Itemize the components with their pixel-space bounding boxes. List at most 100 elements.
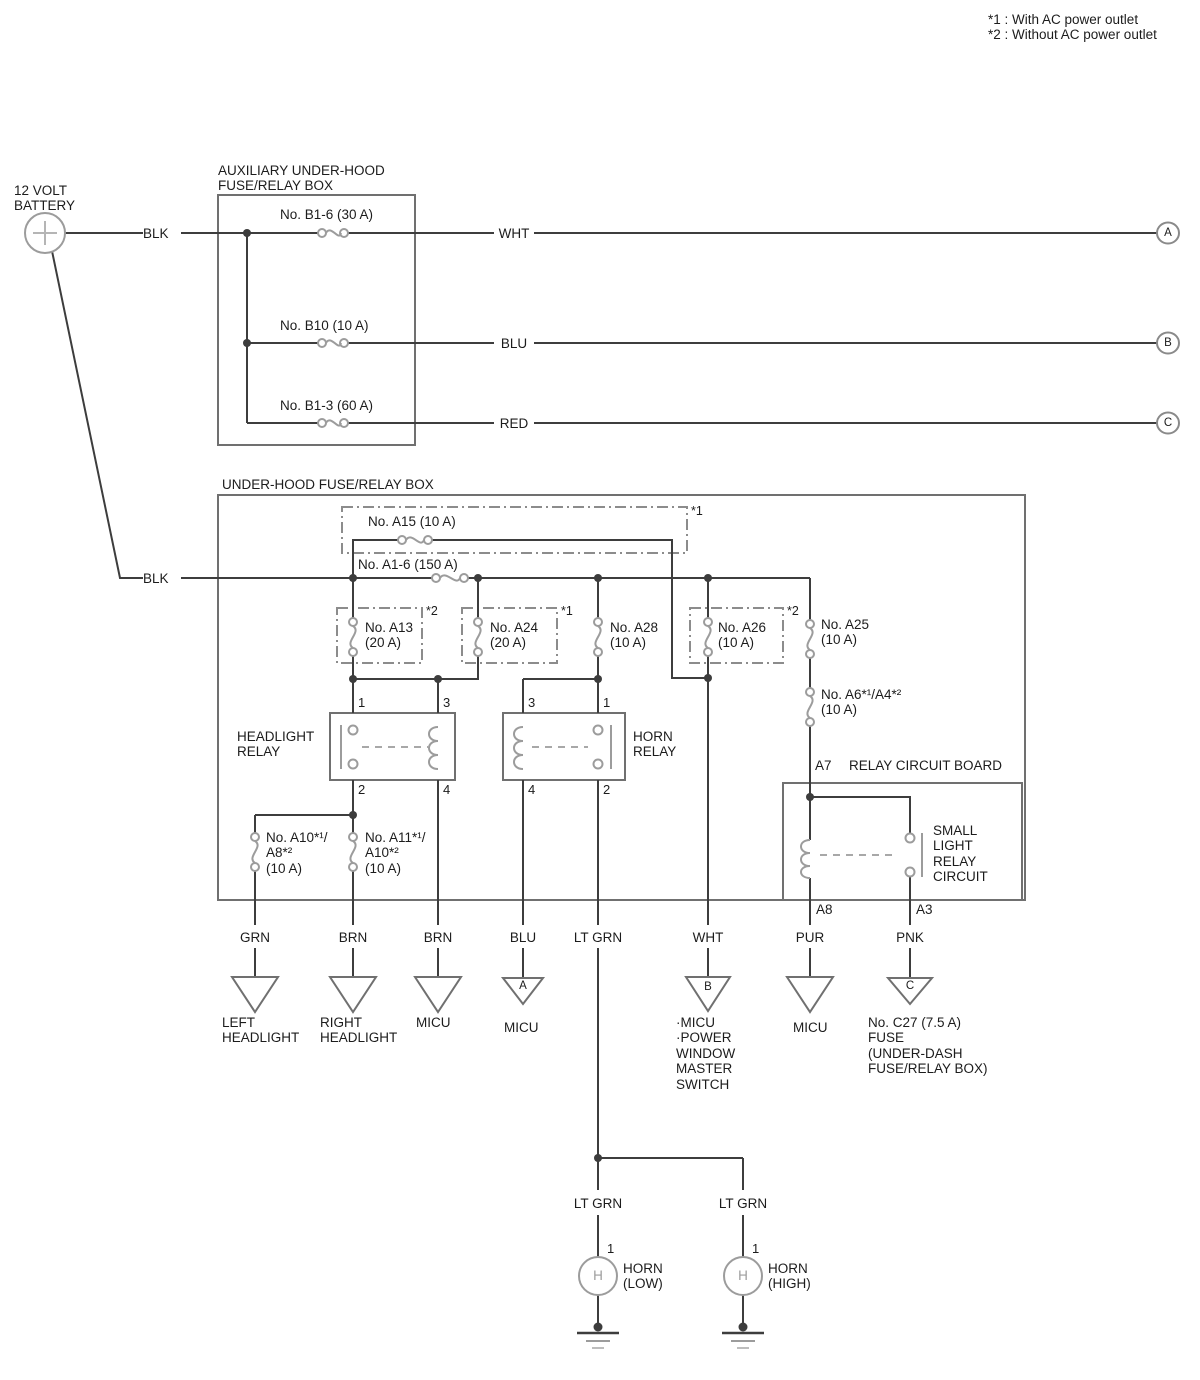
fuse-symbol-a28	[593, 617, 603, 657]
wire-label-blu-top: BLU	[500, 336, 528, 351]
fuse-label-a1-6: No. A1-6 (150 A)	[358, 557, 458, 572]
horn-relay-label: HORN RELAY	[633, 729, 677, 760]
dest-micu-brn: MICU	[416, 1015, 451, 1030]
fuse-symbol-a1-6	[431, 573, 469, 583]
dest-right-headlight: RIGHT HEADLIGHT	[320, 1015, 398, 1046]
connector-a-letter: A	[1164, 227, 1172, 239]
fuse-label-a13: No. A13 (20 A)	[365, 620, 414, 651]
small-light-relay-internals	[800, 832, 923, 879]
horn-low-symbol	[578, 1256, 618, 1296]
rcb-pin-a7: A7	[815, 758, 832, 773]
arrow-right-headlight	[328, 976, 378, 1014]
wire-label-lt-grn-high: LT GRN	[718, 1196, 768, 1211]
battery-label: 12 VOLT BATTERY	[14, 183, 76, 214]
dest-micu-pur: MICU	[793, 1020, 828, 1035]
fuse-symbol-a6-a4	[805, 687, 815, 727]
wire-label-pur: PUR	[795, 930, 825, 945]
fuse-symbol-b10	[317, 338, 349, 348]
option-box-a26	[689, 607, 784, 664]
headlight-relay-pin-4: 4	[443, 782, 451, 797]
arrow-connector-c	[885, 977, 935, 1006]
ground-symbol-left	[577, 1331, 619, 1349]
fuse-label-b1-6: No. B1-6 (30 A)	[280, 207, 374, 222]
wire-label-grn: GRN	[240, 930, 270, 945]
fuse-symbol-b1-6	[317, 228, 349, 238]
arrow-left-headlight	[230, 976, 280, 1014]
aux-fuse-box-outline	[217, 194, 416, 446]
dest-c27-fuse: No. C27 (7.5 A) FUSE (UNDER-DASH FUSE/RE…	[868, 1015, 988, 1077]
connector-c-letter: C	[1163, 417, 1173, 429]
underhood-fuse-box-outline	[217, 494, 1026, 901]
horn-high-symbol	[723, 1256, 763, 1296]
arrow-letter-a: A	[519, 980, 527, 992]
option-box-a13	[336, 607, 423, 664]
headlight-relay-outline	[329, 712, 456, 781]
arrow-letter-b: B	[704, 981, 712, 993]
dest-left-headlight: LEFT HEADLIGHT	[222, 1015, 300, 1046]
relay-circuit-board-outline	[782, 782, 1023, 901]
wire-label-blk-1: BLK	[143, 226, 169, 241]
fuse-label-a26: No. A26 (10 A)	[718, 620, 767, 651]
rcb-pin-a8: A8	[816, 902, 833, 917]
dest-micu-power-window: ·MICU ·POWER WINDOW MASTER SWITCH	[676, 1015, 736, 1092]
fuse-label-b10: No. B10 (10 A)	[280, 318, 369, 333]
wire-runs	[51, 232, 1157, 1325]
arrow-micu-pur	[785, 976, 835, 1014]
connector-b-circle	[1156, 331, 1180, 355]
aux-box-title: AUXILIARY UNDER-HOOD FUSE/RELAY BOX	[218, 163, 385, 194]
connector-a-circle	[1156, 221, 1180, 245]
option-box-a15	[341, 506, 688, 554]
arrow-micu-brn	[413, 976, 463, 1014]
fuse-label-a24: No. A24 (20 A)	[490, 620, 539, 651]
wire-label-wht-top: WHT	[498, 226, 530, 241]
headlight-relay-pin-3: 3	[443, 695, 451, 710]
wire-label-lt-grn-low: LT GRN	[573, 1196, 623, 1211]
arrow-connector-a	[500, 977, 546, 1006]
horn-low-pin-1: 1	[607, 1241, 615, 1256]
connector-b-letter: B	[1164, 337, 1172, 349]
fuse-symbol-b1-3	[317, 418, 349, 428]
fuse-label-a28: No. A28 (10 A)	[610, 620, 659, 651]
dest-micu-blu: MICU	[504, 1020, 539, 1035]
fuse-label-a25: No. A25 (10 A)	[821, 617, 870, 648]
option-tag-a13: *2	[426, 604, 438, 618]
fuse-symbol-a26	[703, 617, 713, 657]
option-notes: *1 : With AC power outlet *2 : Without A…	[988, 12, 1157, 43]
rcb-title: RELAY CIRCUIT BOARD	[849, 758, 1003, 773]
fuse-symbol-a11-a10	[348, 832, 358, 872]
wire-label-blu: BLU	[509, 930, 537, 945]
ground-symbol-right	[722, 1331, 764, 1349]
horn-high-pin-1: 1	[752, 1241, 760, 1256]
fuse-label-a11-a10: No. A11*¹/ A10*² (10 A)	[365, 830, 426, 876]
headlight-relay-internals	[340, 724, 439, 770]
horn-high-label: HORN (HIGH)	[768, 1261, 811, 1292]
option-box-a24	[461, 607, 558, 664]
wire-label-pnk: PNK	[896, 930, 924, 945]
arrow-letter-c: C	[905, 980, 915, 992]
headlight-relay-pin-2: 2	[358, 782, 366, 797]
wire-label-blk-2: BLK	[143, 571, 169, 586]
headlight-relay-label: HEADLIGHT RELAY	[237, 729, 315, 760]
horn-low-h-letter: H	[593, 1268, 603, 1283]
option-tag-a24: *1	[561, 604, 573, 618]
horn-low-label: HORN (LOW)	[623, 1261, 663, 1292]
rcb-pin-a3: A3	[916, 902, 933, 917]
wire-label-lt-grn: LT GRN	[573, 930, 623, 945]
option-tag-a15: *1	[691, 504, 703, 518]
horn-high-h-letter: H	[738, 1268, 748, 1283]
battery-symbol	[24, 212, 66, 254]
fuse-symbol-a15	[397, 535, 433, 545]
wire-label-red-top: RED	[499, 416, 529, 431]
fuse-label-a6-a4: No. A6*¹/A4*² (10 A)	[821, 687, 902, 718]
option-tag-a26: *2	[787, 604, 799, 618]
horn-relay-pin-1: 1	[603, 695, 611, 710]
horn-relay-internals	[513, 724, 612, 770]
junction-dots	[243, 229, 814, 1332]
connector-c-circle	[1156, 411, 1180, 435]
fuse-symbol-a10-a8	[250, 832, 260, 872]
headlight-relay-pin-1: 1	[358, 695, 366, 710]
wire-label-brn-1: BRN	[338, 930, 368, 945]
fuse-label-b1-3: No. B1-3 (60 A)	[280, 398, 374, 413]
